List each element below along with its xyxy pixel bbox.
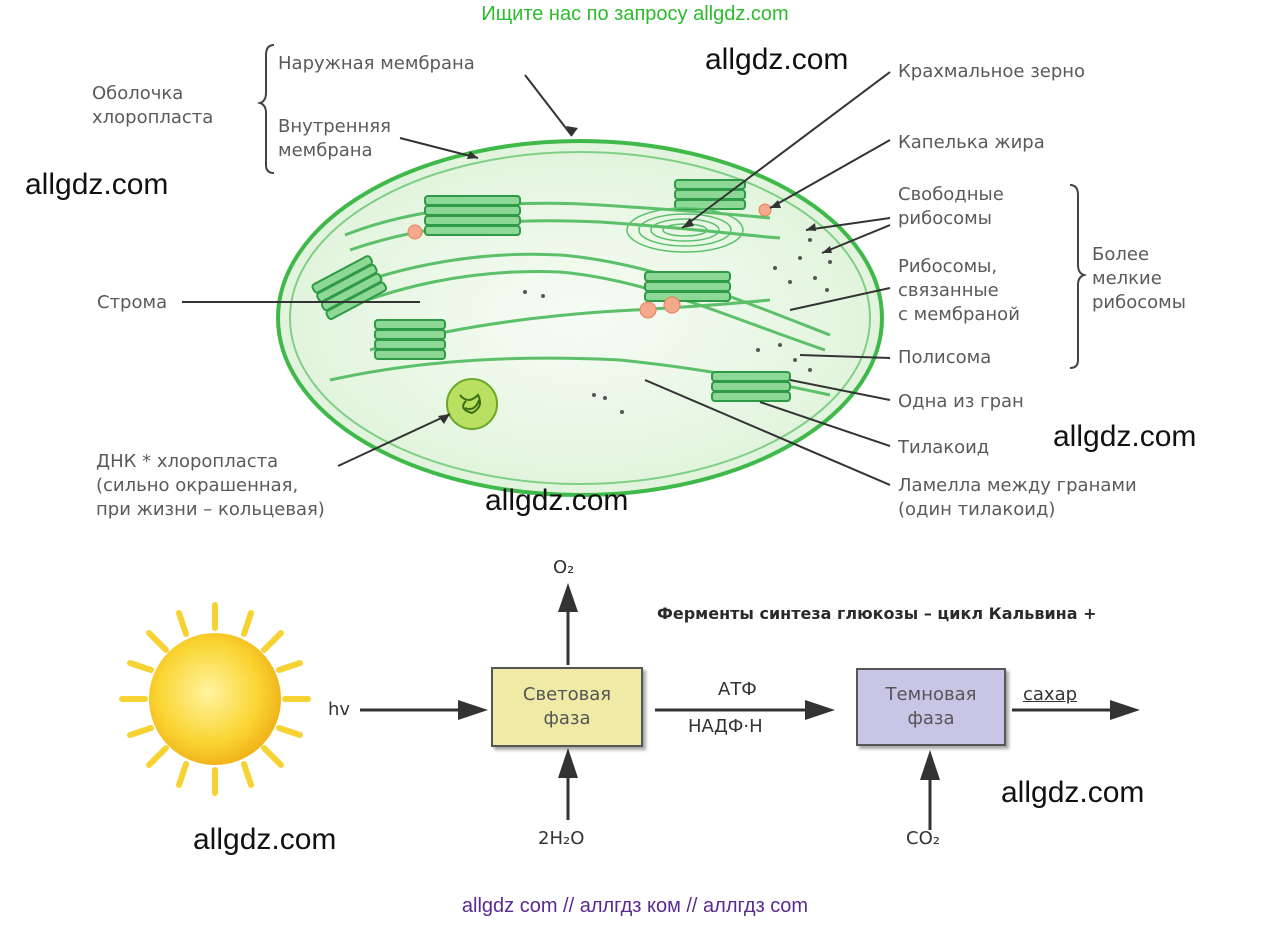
dna-label: ДНК * хлоропласта (сильно окрашенная, пр… bbox=[96, 451, 325, 520]
inner-membrane-shape bbox=[289, 151, 871, 485]
ribosomes-brace bbox=[1069, 184, 1088, 369]
thylakoid-label: Тилакоид bbox=[898, 437, 990, 458]
ribosome-dots bbox=[523, 238, 832, 414]
sun-icon bbox=[119, 602, 311, 796]
watermark: allgdz.com bbox=[705, 43, 849, 76]
dark-phase-box: Темновая фаза bbox=[856, 668, 1006, 746]
lipid-droplet-shape bbox=[407, 203, 772, 319]
envelope-label: Оболочка хлоропласта bbox=[92, 83, 214, 128]
granum-shape bbox=[311, 179, 791, 402]
watermark: allgdz.com bbox=[1053, 420, 1197, 453]
envelope-brace bbox=[256, 44, 275, 174]
watermark: allgdz.com bbox=[485, 484, 629, 517]
starch-grain-shape bbox=[626, 207, 744, 253]
smaller-ribosomes-label: Более мелкие рибосомы bbox=[1092, 244, 1186, 313]
o2-label: O₂ bbox=[553, 557, 575, 578]
stroma-label: Строма bbox=[97, 292, 168, 313]
light-input-label: hv bbox=[328, 699, 351, 720]
dna-shape bbox=[446, 378, 498, 430]
nadph-label: НАДФ·Н bbox=[688, 716, 763, 737]
sugar-label: сахар bbox=[1023, 684, 1078, 705]
atp-label: АТФ bbox=[718, 679, 757, 700]
lipid-droplet-label: Капелька жира bbox=[898, 132, 1045, 153]
watermark: allgdz.com bbox=[1001, 776, 1145, 809]
watermark: allgdz.com bbox=[25, 168, 169, 201]
light-phase-box: Световая фаза bbox=[491, 667, 643, 747]
top-banner[interactable]: Ищите нас по запросу allgdz.com bbox=[481, 3, 789, 25]
free-ribosomes-label: Свободные рибосомы bbox=[898, 184, 1004, 229]
enzymes-label: Ферменты синтеза глюкозы – цикл Кальвина… bbox=[657, 604, 1097, 623]
membrane-ribosomes-label: Рибосомы, связанные с мембраной bbox=[898, 256, 1020, 325]
water-label: 2H₂O bbox=[538, 828, 585, 849]
lamella-shape bbox=[344, 201, 771, 237]
granum-label: Одна из гран bbox=[898, 391, 1024, 412]
polysome-label: Полисома bbox=[898, 347, 992, 368]
watermark: allgdz.com bbox=[193, 823, 337, 856]
co2-label: CO₂ bbox=[906, 828, 940, 849]
lamella-label: Ламелла между гранами (один тилакоид) bbox=[898, 475, 1137, 520]
starch-grain-label: Крахмальное зерно bbox=[898, 61, 1086, 82]
inner-membrane-label: Внутренняя мембрана bbox=[278, 116, 391, 161]
footer-links[interactable]: allgdz com // аллгдз ком // аллгдз com bbox=[461, 895, 809, 917]
outer-membrane-label: Наружная мембрана bbox=[278, 53, 475, 74]
